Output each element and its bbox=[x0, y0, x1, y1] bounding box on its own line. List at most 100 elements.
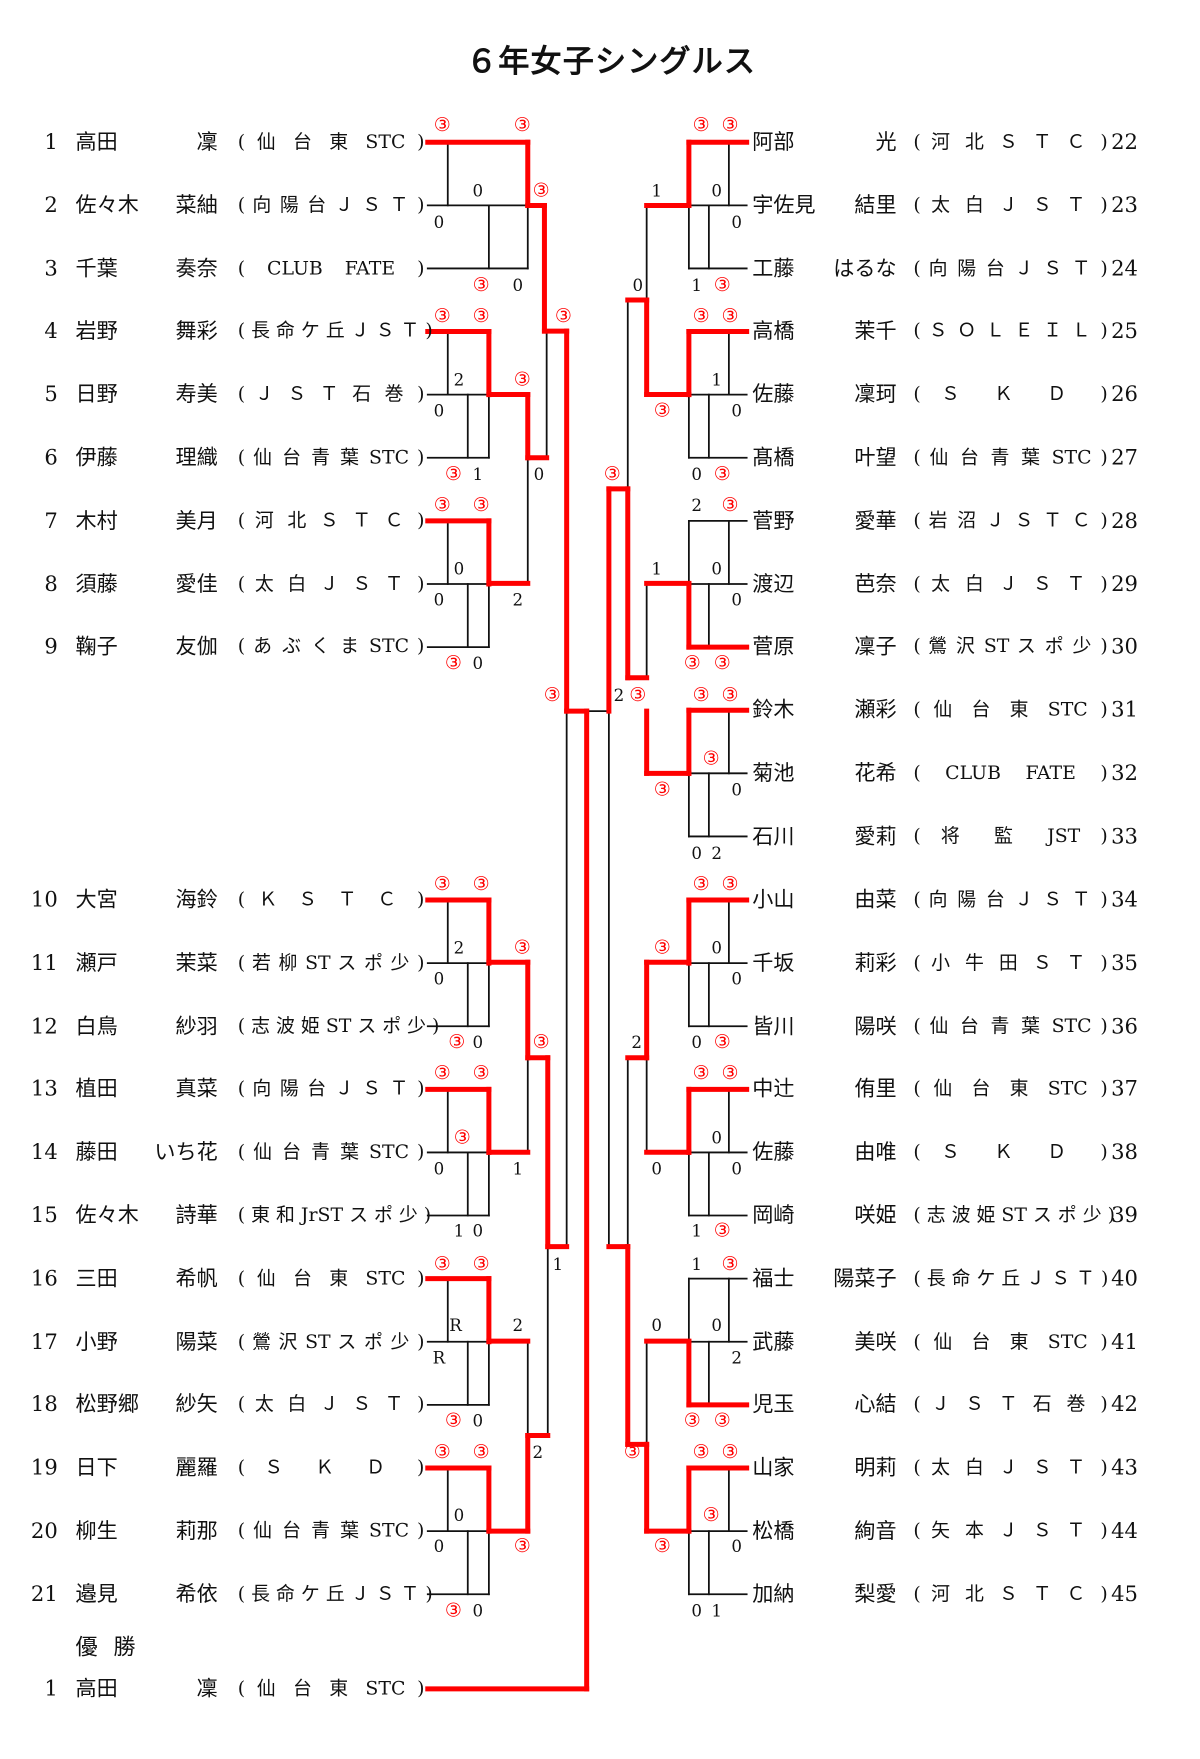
circled-score: ③ bbox=[448, 1031, 466, 1054]
player-given-name: 芭奈 bbox=[854, 571, 897, 597]
game-score: 2 bbox=[613, 685, 625, 706]
player-club: ( 向 陽 台 Ｊ Ｓ Ｔ ) bbox=[237, 194, 425, 217]
circled-score: ③ bbox=[472, 1441, 490, 1464]
player-club: ( CLUB FATE ) bbox=[237, 257, 425, 280]
player-surname: 皆川 bbox=[752, 1013, 795, 1039]
player-club: ( 仙 台 東 STC ) bbox=[913, 1330, 1108, 1353]
player-number: 39 bbox=[1111, 1203, 1138, 1228]
game-score: 2 bbox=[453, 369, 465, 390]
circled-score: ③ bbox=[721, 494, 739, 517]
game-score: 0 bbox=[433, 401, 445, 422]
player-number: 1 bbox=[44, 1676, 58, 1702]
player-number: 23 bbox=[1111, 193, 1138, 218]
circled-score: ③ bbox=[683, 1409, 701, 1433]
player-number: 3 bbox=[44, 256, 58, 281]
player-number: 21 bbox=[30, 1581, 58, 1607]
player-number: 16 bbox=[30, 1266, 58, 1291]
player-given-name: 莉彩 bbox=[854, 950, 897, 976]
circled-score: ③ bbox=[433, 494, 451, 517]
player-surname: 千坂 bbox=[752, 950, 795, 976]
player-club: ( 鶯 沢 ST ス ポ 少 ) bbox=[237, 1330, 425, 1353]
game-score: 2 bbox=[453, 937, 465, 958]
player-club: ( Ｊ Ｓ Ｔ 石 巻 ) bbox=[913, 1393, 1108, 1416]
circled-score: ③ bbox=[653, 936, 671, 959]
game-score: 1 bbox=[691, 1221, 702, 1242]
game-score: 0 bbox=[453, 558, 465, 579]
game-score: 0 bbox=[691, 1032, 702, 1053]
circled-score: ③ bbox=[721, 873, 739, 896]
game-score: 0 bbox=[711, 558, 722, 579]
player-number: 24 bbox=[1111, 256, 1138, 281]
game-score: 1 bbox=[453, 1221, 465, 1242]
game-score: 0 bbox=[472, 653, 484, 674]
circled-score: ③ bbox=[532, 1031, 550, 1054]
game-score: 0 bbox=[472, 1221, 484, 1242]
player-given-name: 明莉 bbox=[854, 1455, 897, 1481]
circled-score: ③ bbox=[702, 747, 720, 770]
circled-score: ③ bbox=[702, 1504, 720, 1527]
player-number: 5 bbox=[44, 382, 58, 407]
player-given-name: 愛佳 bbox=[175, 571, 218, 597]
player-club: ( 仙 台 青 葉 STC ) bbox=[237, 1519, 425, 1543]
player-surname: 日野 bbox=[75, 382, 118, 407]
player-given-name: 愛莉 bbox=[854, 824, 897, 849]
player-given-name: 侑里 bbox=[854, 1077, 897, 1102]
player-given-name: 陽咲 bbox=[854, 1013, 897, 1039]
circled-score: ③ bbox=[513, 1535, 531, 1558]
circled-score: ③ bbox=[433, 1441, 451, 1464]
game-score: 0 bbox=[433, 589, 445, 610]
player-club: ( 向 陽 台 Ｊ Ｓ Ｔ ) bbox=[237, 1078, 425, 1101]
player-club: ( 河 北 Ｓ Ｔ Ｃ ) bbox=[913, 131, 1108, 154]
player-given-name: 真菜 bbox=[175, 1077, 218, 1102]
circled-score: ③ bbox=[721, 1253, 739, 1276]
player-number: 15 bbox=[30, 1203, 58, 1228]
player-club: ( 仙 台 青 葉 STC ) bbox=[913, 446, 1108, 469]
game-score: 1 bbox=[711, 369, 722, 390]
player-given-name: 紗羽 bbox=[175, 1013, 218, 1039]
player-number: 37 bbox=[1111, 1077, 1138, 1102]
game-score: 0 bbox=[433, 1158, 445, 1179]
player-club: ( 仙 台 青 葉 STC ) bbox=[237, 446, 425, 469]
circled-score: ③ bbox=[692, 114, 710, 137]
player-surname: 佐藤 bbox=[752, 382, 795, 407]
game-score: 2 bbox=[731, 1347, 742, 1368]
circled-score: ③ bbox=[513, 936, 531, 959]
player-surname: 千葉 bbox=[75, 256, 118, 281]
game-score: 1 bbox=[472, 464, 484, 485]
player-given-name: 理織 bbox=[175, 445, 218, 470]
player-surname: 佐藤 bbox=[752, 1140, 795, 1165]
circled-score: ③ bbox=[472, 1062, 490, 1085]
player-number: 35 bbox=[1111, 950, 1138, 976]
game-score: 0 bbox=[731, 779, 742, 800]
player-surname: 菅原 bbox=[752, 634, 795, 660]
game-score: 0 bbox=[731, 212, 742, 233]
player-number: 25 bbox=[1111, 319, 1138, 344]
player-surname: 鞠子 bbox=[75, 634, 118, 660]
game-score: 0 bbox=[472, 1032, 484, 1053]
player-given-name: 愛華 bbox=[854, 508, 897, 534]
player-club: ( 仙 台 青 葉 STC ) bbox=[913, 1015, 1108, 1038]
game-score: 1 bbox=[691, 1254, 702, 1275]
player-given-name: 絢音 bbox=[854, 1518, 897, 1544]
player-given-name: 叶望 bbox=[854, 445, 897, 470]
player-club: ( 仙 台 東 STC ) bbox=[913, 699, 1108, 722]
circled-score: ③ bbox=[721, 684, 739, 707]
game-score: 0 bbox=[731, 1536, 742, 1557]
player-surname: 松橋 bbox=[752, 1518, 795, 1544]
circled-score: ③ bbox=[623, 1441, 641, 1464]
game-score: 0 bbox=[433, 212, 445, 233]
player-given-name: 光 bbox=[875, 129, 897, 155]
player-given-name: 由唯 bbox=[854, 1140, 897, 1165]
player-number: 33 bbox=[1111, 824, 1138, 849]
player-surname: 須藤 bbox=[75, 571, 118, 597]
player-given-name: 海鈴 bbox=[175, 887, 218, 913]
player-number: 36 bbox=[1111, 1013, 1138, 1039]
player-club: ( 仙 台 青 葉 STC ) bbox=[237, 1141, 425, 1164]
player-number: 28 bbox=[1111, 508, 1138, 534]
player-surname: 菊池 bbox=[752, 761, 795, 786]
player-number: 2 bbox=[44, 193, 58, 218]
game-score: 0 bbox=[731, 968, 742, 989]
player-given-name: 梨愛 bbox=[854, 1581, 897, 1607]
player-surname: 佐々木 bbox=[75, 1203, 139, 1228]
